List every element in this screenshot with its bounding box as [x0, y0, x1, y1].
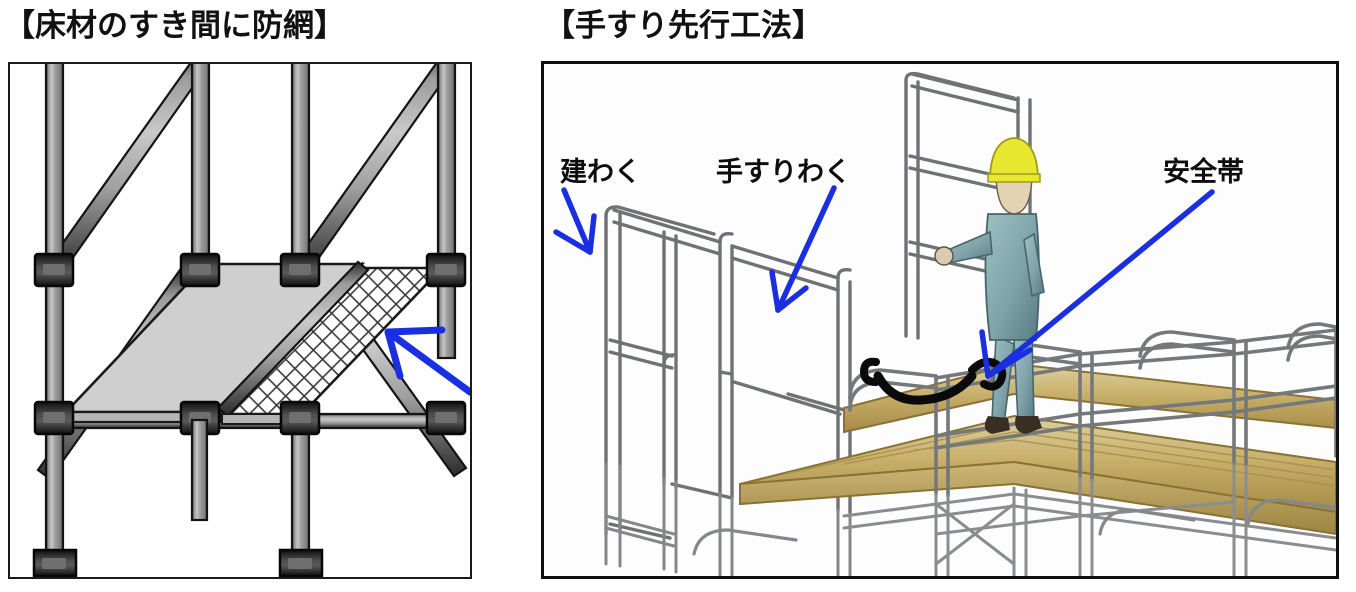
base-plate-group — [32, 548, 324, 577]
net-callout-arrow — [384, 326, 470, 396]
annotation-arrow-tesuriwaku — [769, 185, 837, 313]
right-figure-title: 【手すり先行工法】 — [544, 8, 823, 44]
vertical-post-1 — [44, 64, 65, 577]
scaffold-legs-left — [604, 462, 852, 576]
clamp-group — [33, 252, 467, 436]
vertical-post-4 — [436, 64, 457, 360]
safety-net — [216, 260, 446, 425]
annotation-arrow-anzentai — [979, 189, 1215, 379]
vertical-post-mid-short — [190, 418, 209, 522]
handrail-first-method-illustration — [544, 64, 1336, 576]
annotation-arrow-tatewaku — [553, 187, 597, 255]
worker-helmet — [989, 137, 1039, 177]
right-figure-panel: 建わく 手すりわく 安全帯 — [541, 61, 1339, 579]
left-figure-title: 【床材のすき間に防網】 — [4, 8, 345, 44]
left-figure-panel — [8, 62, 472, 579]
scaffold-net-illustration — [32, 64, 470, 577]
under-deck-posts — [842, 462, 1336, 576]
lower-handrail-frames — [692, 498, 1336, 556]
